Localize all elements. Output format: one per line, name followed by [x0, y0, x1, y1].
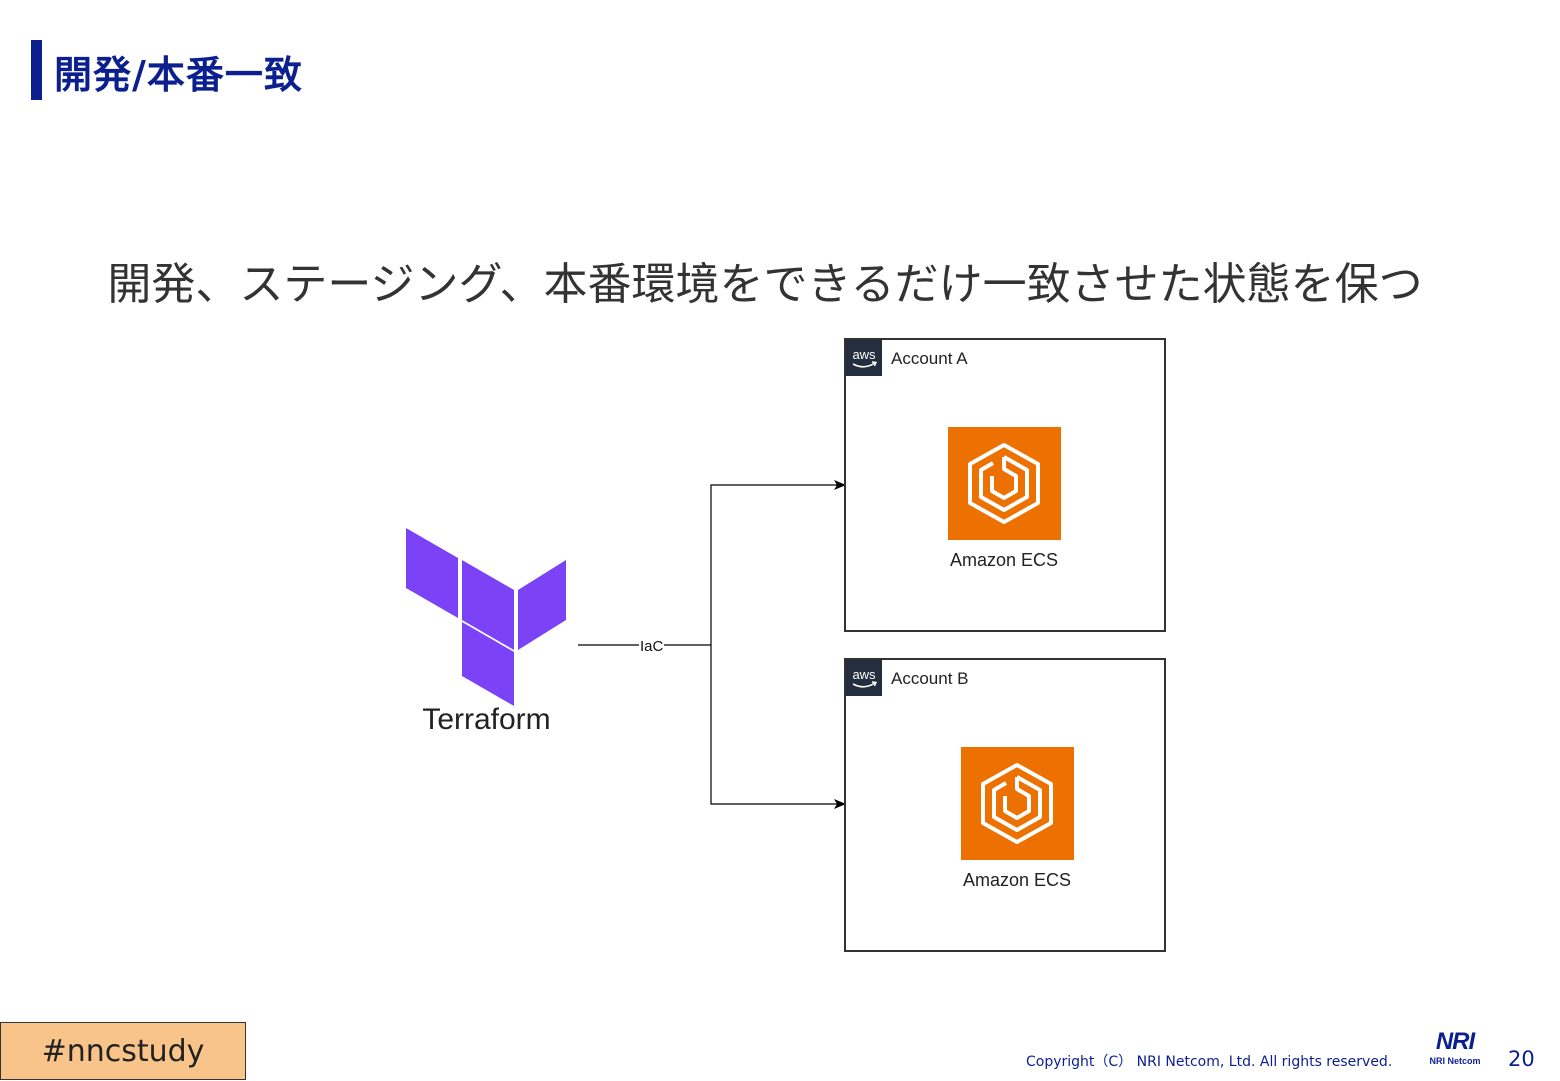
title-accent-bar	[31, 40, 42, 100]
amazon-ecs-icon	[948, 427, 1061, 540]
logo-subtext: NRI Netcom	[1429, 1056, 1481, 1066]
aws-badge-icon: aws	[846, 340, 882, 376]
connector-to-account-b	[710, 645, 846, 809]
hashtag-badge: #nncstudy	[0, 1022, 246, 1080]
slide-title: 開発/本番一致	[54, 53, 303, 97]
account-b-group: aws Account B Amazon ECS	[844, 658, 1166, 952]
account-b-label: Account B	[891, 669, 969, 688]
svg-text:aws: aws	[852, 667, 876, 682]
connector-to-account-a	[710, 480, 846, 645]
logo-mark: NRI	[1435, 1028, 1475, 1055]
svg-text:aws: aws	[852, 347, 876, 362]
aws-badge-icon: aws	[846, 660, 882, 696]
amazon-ecs-icon	[961, 747, 1074, 860]
nri-netcom-logo: NRI NRI Netcom	[1422, 1030, 1488, 1068]
account-b-service-label: Amazon ECS	[962, 870, 1072, 890]
copyright-text: Copyright（C） NRI Netcom, Ltd. All rights…	[1026, 1054, 1393, 1070]
account-a-label: Account A	[891, 349, 968, 368]
iac-edge-label: IaC	[639, 638, 665, 655]
page-number: 20	[1508, 1047, 1535, 1071]
account-a-service-label: Amazon ECS	[949, 550, 1059, 570]
account-a-group: aws Account A Amazon ECS	[844, 338, 1166, 632]
terraform-logo-icon	[406, 528, 566, 706]
terraform-label: Terraform	[422, 703, 551, 736]
slide-subtitle: 開発、ステージング、本番環境をできるだけ一致させた状態を保つ	[107, 259, 1423, 310]
